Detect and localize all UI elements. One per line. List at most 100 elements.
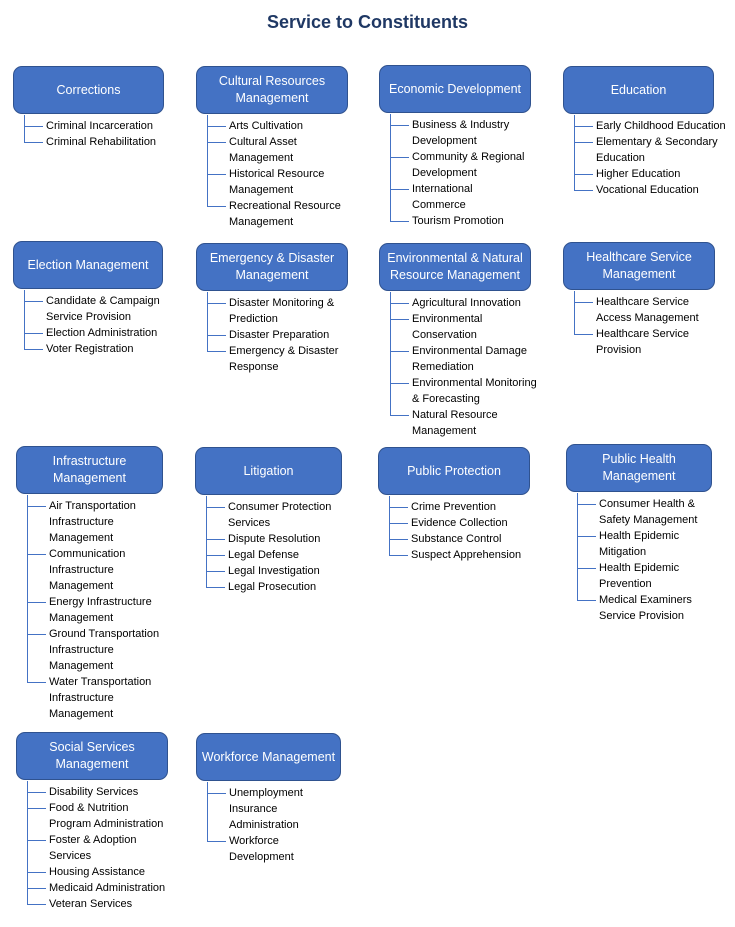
subcategory-label: Suspect Apprehension <box>411 549 522 561</box>
subcategory-item: Food & Nutrition Program Administration <box>27 800 197 832</box>
connector-tick <box>389 523 408 524</box>
subcategory-label: Energy Infrastructure Management <box>49 596 152 624</box>
subcategory-label: Food & Nutrition Program Administration <box>49 802 164 830</box>
connector-tick <box>207 303 226 304</box>
subcategory-label: Housing Assistance <box>49 866 145 878</box>
subcategory-item: Health Epidemic Mitigation <box>577 528 727 560</box>
connector-line <box>390 292 391 416</box>
connector-tick <box>389 539 408 540</box>
category-box[interactable]: Corrections <box>13 66 164 114</box>
subcategory-label: Legal Defense <box>228 549 299 561</box>
category-box[interactable]: Education <box>563 66 714 114</box>
subcategory-label: Workforce Development <box>229 835 294 863</box>
connector-line <box>390 114 391 222</box>
category-box[interactable]: Workforce Management <box>196 733 341 781</box>
connector-tick <box>27 840 46 841</box>
subcategory-label: Environmental Damage Remediation <box>412 345 527 373</box>
category-box[interactable]: Infrastructure Management <box>16 446 163 494</box>
category-box[interactable]: Emergency & Disaster Management <box>196 243 348 291</box>
subcategory-item: Substance Control <box>389 531 539 547</box>
category-box[interactable]: Economic Development <box>379 65 531 113</box>
connector-tick <box>206 571 225 572</box>
subcategory-item: Agricultural Innovation <box>390 295 560 311</box>
subcategory-item: Legal Investigation <box>206 563 356 579</box>
subcategory-item: Health Epidemic Prevention <box>577 560 727 592</box>
subcategory-label: Veteran Services <box>49 898 133 910</box>
subcategory-label: Disability Services <box>49 786 139 798</box>
subcategory-item: Foster & Adoption Services <box>27 832 197 864</box>
connector-tick <box>27 682 46 683</box>
subcategory-item: Voter Registration <box>24 341 174 357</box>
subcategory-label: Criminal Rehabilitation <box>46 136 157 148</box>
category-box[interactable]: Environmental & Natural Resource Managem… <box>379 243 531 291</box>
subcategory-item: Evidence Collection <box>389 515 539 531</box>
subcategory-label: Cultural Asset Management <box>229 136 297 164</box>
connector-line <box>206 496 207 588</box>
category-box[interactable]: Cultural Resources Management <box>196 66 348 114</box>
subcategory-item: Arts Cultivation <box>207 118 357 134</box>
subcategory-item: Healthcare Service Provision <box>574 326 724 358</box>
connector-line <box>207 115 208 207</box>
subcategory-label: Foster & Adoption Services <box>49 834 137 862</box>
connector-line <box>27 781 28 905</box>
connector-tick <box>390 189 409 190</box>
connector-tick <box>27 808 46 809</box>
subcategory-item: Unemployment Insurance Administration <box>207 785 357 833</box>
subcategory-label: Substance Control <box>411 533 502 545</box>
subcategory-item: Consumer Protection Services <box>206 499 356 531</box>
connector-tick <box>390 319 409 320</box>
category-box[interactable]: Public Health Management <box>566 444 712 492</box>
subcategory-label: Election Administration <box>46 327 158 339</box>
subcategory-label: Community & Regional Development <box>412 151 525 179</box>
subcategory-item: Healthcare Service Access Management <box>574 294 724 326</box>
connector-tick <box>207 841 226 842</box>
subcategory-item: Environmental Monitoring & Forecasting <box>390 375 560 407</box>
subcategory-item: Business & Industry Development <box>390 117 540 149</box>
subcategory-label: Natural Resource Management <box>412 409 498 437</box>
subcategory-label: Healthcare Service Provision <box>596 328 689 356</box>
subcategory-label: Arts Cultivation <box>229 120 303 132</box>
category-box[interactable]: Election Management <box>13 241 163 289</box>
connector-tick <box>390 303 409 304</box>
category-box[interactable]: Public Protection <box>378 447 530 495</box>
subcategory-label: Evidence Collection <box>411 517 508 529</box>
connector-tick <box>207 142 226 143</box>
subcategory-item: Medical Examiners Service Provision <box>577 592 727 624</box>
connector-tick <box>27 792 46 793</box>
subcategory-item: Recreational Resource Management <box>207 198 357 230</box>
connector-tick <box>389 507 408 508</box>
subcategory-label: Unemployment Insurance Administration <box>229 787 303 831</box>
connector-tick <box>207 793 226 794</box>
category-box[interactable]: Litigation <box>195 447 342 495</box>
subcategory-label: Environmental Conservation <box>412 313 483 341</box>
connector-tick <box>389 555 408 556</box>
subcategory-item: Medicaid Administration <box>27 880 197 896</box>
subcategory-item: Communication Infrastructure Management <box>27 546 177 594</box>
subcategory-label: Environmental Monitoring & Forecasting <box>412 377 537 405</box>
subcategory-item: Environmental Damage Remediation <box>390 343 560 375</box>
connector-tick <box>24 142 43 143</box>
subcategory-label: Business & Industry Development <box>412 119 510 147</box>
subcategory-item: Election Administration <box>24 325 174 341</box>
subcategory-item: Crime Prevention <box>389 499 539 515</box>
category-box[interactable]: Healthcare Service Management <box>563 242 715 290</box>
category-box[interactable]: Social Services Management <box>16 732 168 780</box>
subcategory-label: Health Epidemic Mitigation <box>599 530 680 558</box>
subcategory-label: Tourism Promotion <box>412 215 504 227</box>
subcategory-label: Criminal Incarceration <box>46 120 153 132</box>
subcategory-label: Consumer Health & Safety Management <box>599 498 698 526</box>
subcategory-label: Disaster Monitoring & Prediction <box>229 297 335 325</box>
connector-line <box>574 291 575 335</box>
connector-tick <box>27 506 46 507</box>
connector-tick <box>574 126 593 127</box>
connector-tick <box>390 415 409 416</box>
subcategory-label: Voter Registration <box>46 343 134 355</box>
subcategory-label: Historical Resource Management <box>229 168 325 196</box>
connector-tick <box>577 504 596 505</box>
connector-tick <box>24 301 43 302</box>
subcategory-label: Dispute Resolution <box>228 533 321 545</box>
